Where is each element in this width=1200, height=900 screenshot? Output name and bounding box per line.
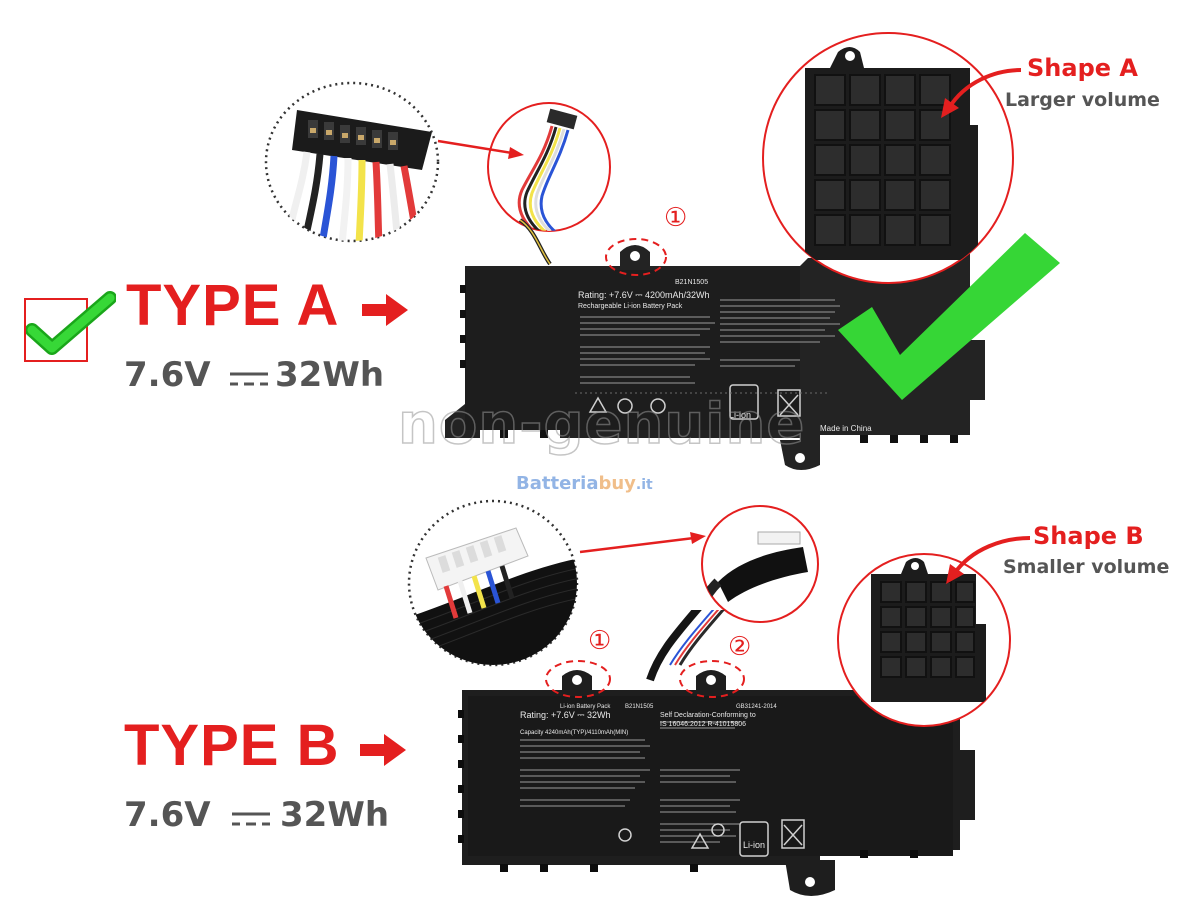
type-b-voltage: 7.6V: [124, 795, 211, 835]
battery-b-pack: Li-ion Battery Pack: [560, 704, 611, 710]
shape-a-zoom: [762, 32, 1014, 284]
shape-a-subtitle: Larger volume: [1005, 89, 1160, 111]
type-a-capacity: 32Wh: [275, 355, 385, 395]
shape-a-title: Shape A: [1027, 54, 1138, 82]
battery-b-declaration: Self Declaration-Conforming to: [660, 712, 756, 719]
type-b-section: TYPE B 7.6V 32Wh: [0, 490, 1200, 900]
battery-a-made-in: Made in China: [820, 424, 872, 433]
type-b-marker-1: ①: [588, 626, 612, 656]
battery-b-capacity: Capacity 4240mAh(TYP)/4110mAh(MIN): [520, 730, 629, 736]
dc-symbol-icon: [230, 372, 268, 386]
type-a-marker-1: ①: [664, 203, 688, 233]
pointer-arrow-a: [437, 139, 524, 159]
connector-zoom-b: [407, 499, 579, 667]
shape-b-pointer-icon: [946, 536, 1031, 584]
brand-logo: Batteriabuy.it: [516, 473, 653, 494]
brand-part-2: buy: [598, 473, 636, 494]
type-b-title: TYPE B: [124, 713, 340, 778]
connector-detail-a: [487, 102, 611, 232]
battery-a-pack: Rechargeable Li-ion Battery Pack: [578, 303, 683, 310]
battery-a-li-ion: Li-ion: [729, 410, 752, 420]
pointer-arrow-b: [579, 532, 706, 554]
watermark-text: non-genuine: [397, 391, 806, 458]
type-a-checkbox: [24, 298, 88, 362]
battery-a: [445, 218, 985, 470]
battery-b: [458, 610, 975, 896]
connector-detail-b: [701, 505, 819, 623]
brand-part-3: .it: [635, 477, 653, 493]
battery-b-gb: GB31241-2014: [736, 704, 777, 710]
type-a-voltage: 7.6V: [124, 355, 211, 395]
battery-a-model: B21N1505: [675, 279, 709, 286]
big-green-check-icon: [838, 233, 1060, 400]
green-check-icon: [26, 291, 116, 355]
battery-b-rating: Rating: +7.6V ⎓ 32Wh: [520, 710, 611, 720]
brand-part-1: Batteria: [516, 473, 599, 494]
type-a-section: TYPE A 7.6V 32Wh: [24, 32, 1160, 494]
dc-symbol-icon: [232, 812, 270, 826]
shape-b-zoom: [837, 553, 1011, 727]
type-a-title: TYPE A: [126, 273, 340, 338]
connector-zoom-a: [264, 81, 440, 243]
shape-b-title: Shape B: [1033, 522, 1144, 550]
type-b-marker-2: ②: [728, 632, 752, 662]
type-b-capacity: 32Wh: [280, 795, 390, 835]
battery-b-standard: IS 16046:2012 R-41015806: [660, 721, 747, 728]
arrow-right-icon: [360, 734, 406, 766]
shape-b-subtitle: Smaller volume: [1003, 556, 1170, 578]
shape-a-pointer-icon: [941, 68, 1022, 118]
battery-b-model: B21N1505: [625, 704, 654, 710]
battery-a-rating: Rating: +7.6V ⎓ 4200mAh/32Wh: [578, 290, 710, 300]
arrow-right-icon: [362, 294, 408, 326]
battery-b-li-ion: Li-ion: [743, 840, 766, 850]
